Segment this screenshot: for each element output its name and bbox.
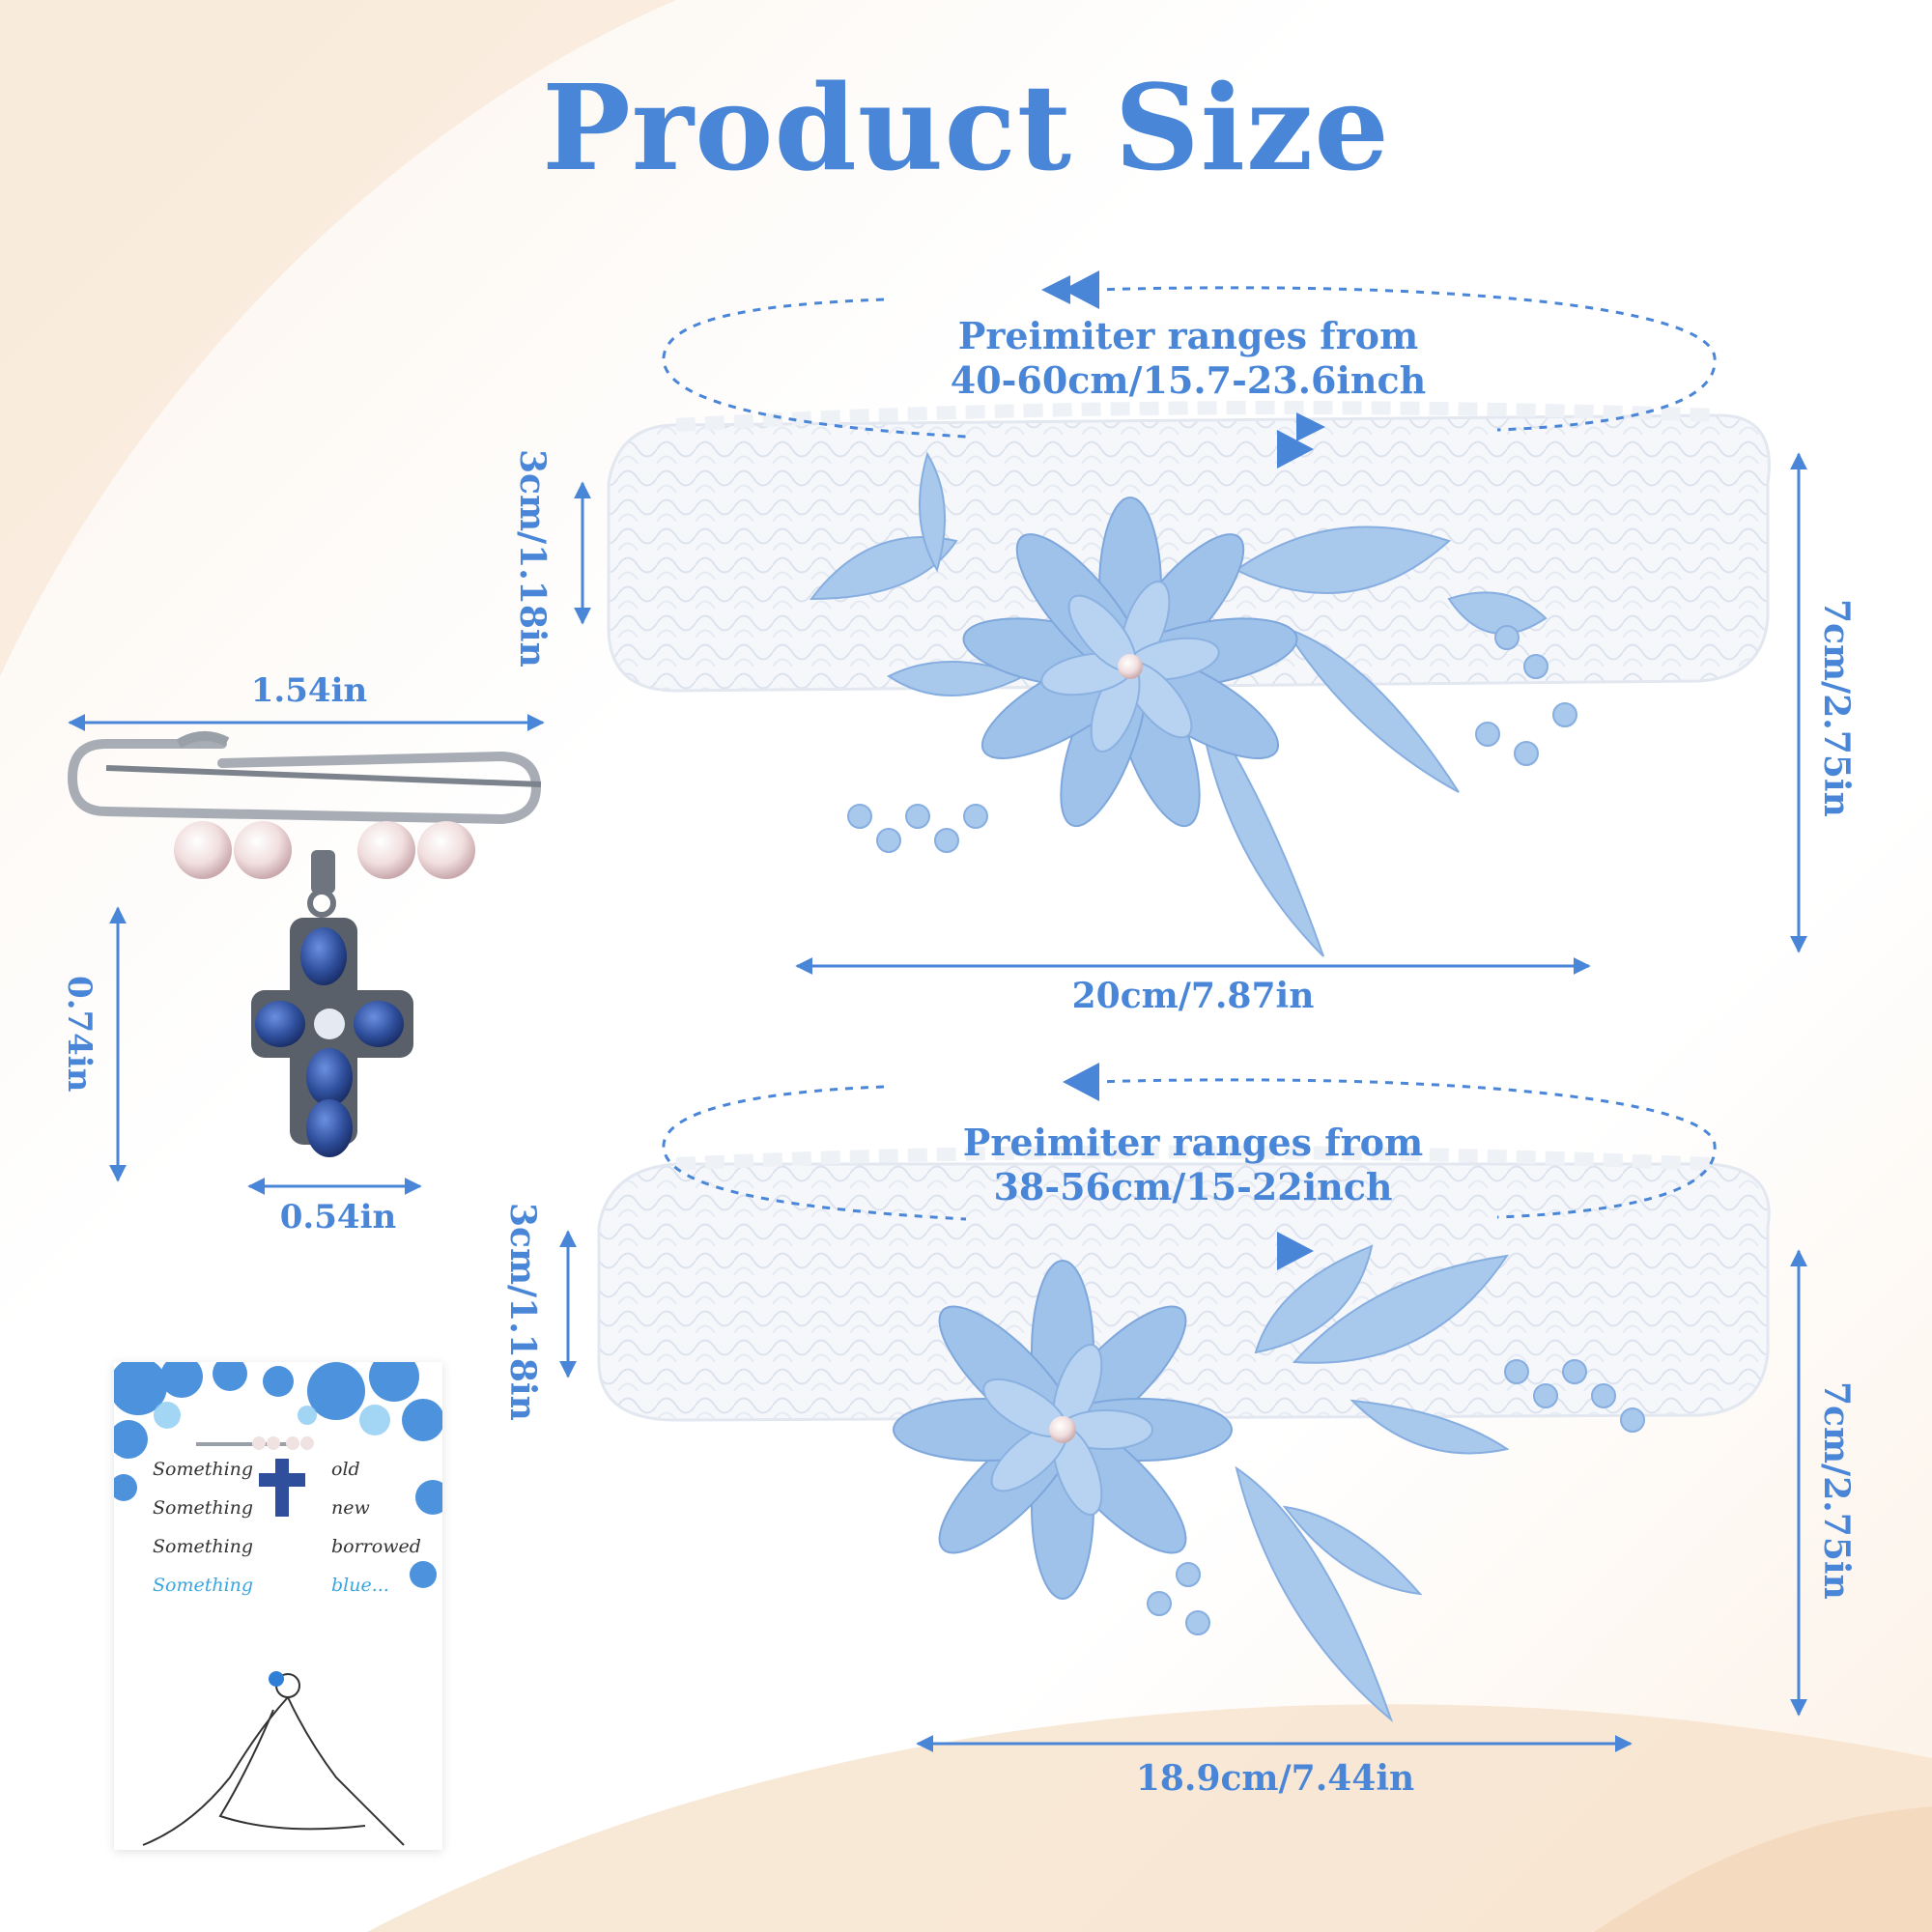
band-height-label-large: 3cm/1.18in [512, 449, 553, 668]
perimeter-arrowhead-left-large [1063, 270, 1099, 309]
perimeter-line2-large: 40-60cm/15.7-23.6inch [950, 358, 1427, 402]
something-blue-card: Something old Something new Something bo… [114, 1362, 442, 1850]
perimeter-line1-small: Preimiter ranges from [962, 1121, 1424, 1164]
card-row-1-right: old [331, 1459, 360, 1480]
width-label-large: 20cm/7.87in [1071, 976, 1315, 1016]
total-height-label-large: 7cm/2.75in [1816, 599, 1857, 817]
garter-small [597, 1145, 1771, 1723]
total-height-label-small: 7cm/2.75in [1816, 1381, 1857, 1600]
safety-pin [67, 731, 542, 918]
page-title: Product Size [542, 58, 1390, 197]
perimeter-ellipse-small [662, 1078, 1717, 1221]
cross-pendant [251, 918, 413, 1157]
card-row-4-left: Something [153, 1575, 254, 1596]
card-row-2-right: new [331, 1497, 370, 1519]
band-height-label-small: 3cm/1.18in [502, 1203, 543, 1421]
pin-width-label: 1.54in [250, 671, 368, 710]
perimeter-arrowhead-right-large [1296, 412, 1325, 441]
pin-height-label: 0.74in [60, 976, 99, 1093]
card-row-3-right: borrowed [331, 1536, 421, 1557]
perimeter-label-small: Preimiter ranges from 38-56cm/15-22inch [855, 1121, 1531, 1209]
perimeter-line1-large: Preimiter ranges from [957, 314, 1419, 357]
garter-large [607, 401, 1771, 957]
cross-width-label: 0.54in [279, 1198, 397, 1236]
perimeter-label-large: Preimiter ranges from 40-60cm/15.7-23.6i… [850, 314, 1526, 403]
card-row-2-left: Something [153, 1497, 254, 1519]
card-row-1-left: Something [153, 1459, 254, 1480]
card-row-3-left: Something [153, 1536, 254, 1557]
perimeter-ellipse-large [662, 286, 1717, 439]
perimeter-line2-small: 38-56cm/15-22inch [993, 1165, 1393, 1208]
width-label-small: 18.9cm/7.44in [1135, 1758, 1415, 1799]
card-artwork [114, 1362, 442, 1846]
perimeter-arrowhead-left-small [1063, 1063, 1099, 1101]
perimeter-arrowhead-right-small [1277, 1232, 1314, 1270]
card-row-4-right: blue... [331, 1575, 389, 1596]
